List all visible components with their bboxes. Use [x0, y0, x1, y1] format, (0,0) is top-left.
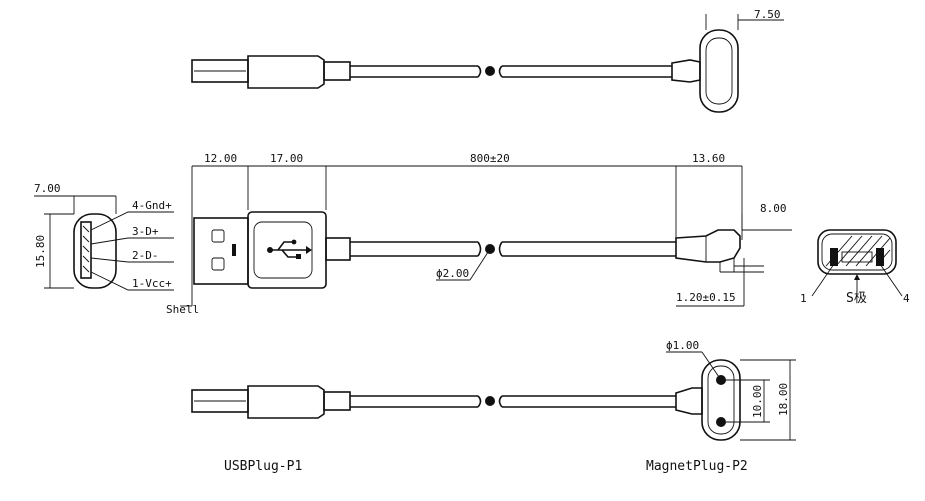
magnet-pin4-label: 4 [903, 292, 910, 305]
top-magnet-neck [671, 59, 701, 83]
usb-face-outline [73, 213, 117, 289]
dim-800b-label: 8.00 [760, 202, 787, 215]
dim-120-label: 1.20±0.15 [676, 291, 736, 304]
magnet-pin1-label: 1 [800, 292, 807, 305]
dim-750-label: 7.50 [754, 8, 781, 21]
dim-1360-label: 13.60 [692, 152, 725, 165]
dim-dia200-label: ϕ2.00 [436, 267, 469, 280]
bot-magnet-pin-bottom [716, 417, 726, 427]
pin-dplus-label: 3-D+ [132, 225, 159, 238]
magnet-s-pole-label: S极 [846, 291, 867, 306]
dim-1800-label: 18.00 [777, 383, 790, 416]
usb-face-tongue [80, 221, 92, 279]
dim-1000-label: 10.00 [751, 385, 764, 418]
dim-1700-label: 17.00 [270, 152, 303, 165]
magnet-face-view: 1 4 S极 [800, 229, 910, 306]
top-view: 7.50 [191, 8, 784, 113]
top-magnet-head [699, 29, 739, 113]
bot-usb-body [247, 385, 325, 419]
mid-usb-boot [325, 237, 351, 261]
pin-gnd-label: 4-Gnd+ [132, 199, 172, 212]
dim-800-label: 800±20 [470, 152, 510, 165]
caption-usb-plug: USBPlug-P1 [224, 459, 302, 474]
usb-face-view: 7.00 15.80 4-Gnd+ 3-D+ 2-D- 1-Vcc+ [34, 182, 174, 291]
dim-dia100-label: ϕ1.00 [666, 339, 699, 352]
bot-magnet-neck [675, 387, 703, 415]
dim-700-label: 7.00 [34, 182, 61, 195]
mid-usb-metal [193, 217, 249, 285]
middle-view: 12.00 17.00 800±20 13.60 [166, 152, 792, 316]
bot-cable-break-mark [485, 396, 495, 406]
top-usb-boot [323, 61, 351, 81]
bottom-view: ϕ1.00 10.00 18.00 [191, 339, 796, 441]
shell-label: Shell [166, 303, 199, 316]
bot-magnet-head [701, 359, 741, 441]
caption-magnet-plug: MagnetPlug-P2 [646, 459, 748, 474]
top-cable-break-mark [485, 66, 495, 76]
top-usb-body [247, 55, 325, 89]
bot-usb-boot [323, 391, 351, 411]
pin-dminus-label: 2-D- [132, 249, 159, 262]
pin-vcc-label: 1-Vcc+ [132, 277, 172, 290]
dim-1580-label: 15.80 [34, 235, 47, 268]
dim-1200-label: 12.00 [204, 152, 237, 165]
usb-logo-icon [267, 239, 312, 259]
mid-magnet-side [675, 229, 741, 263]
